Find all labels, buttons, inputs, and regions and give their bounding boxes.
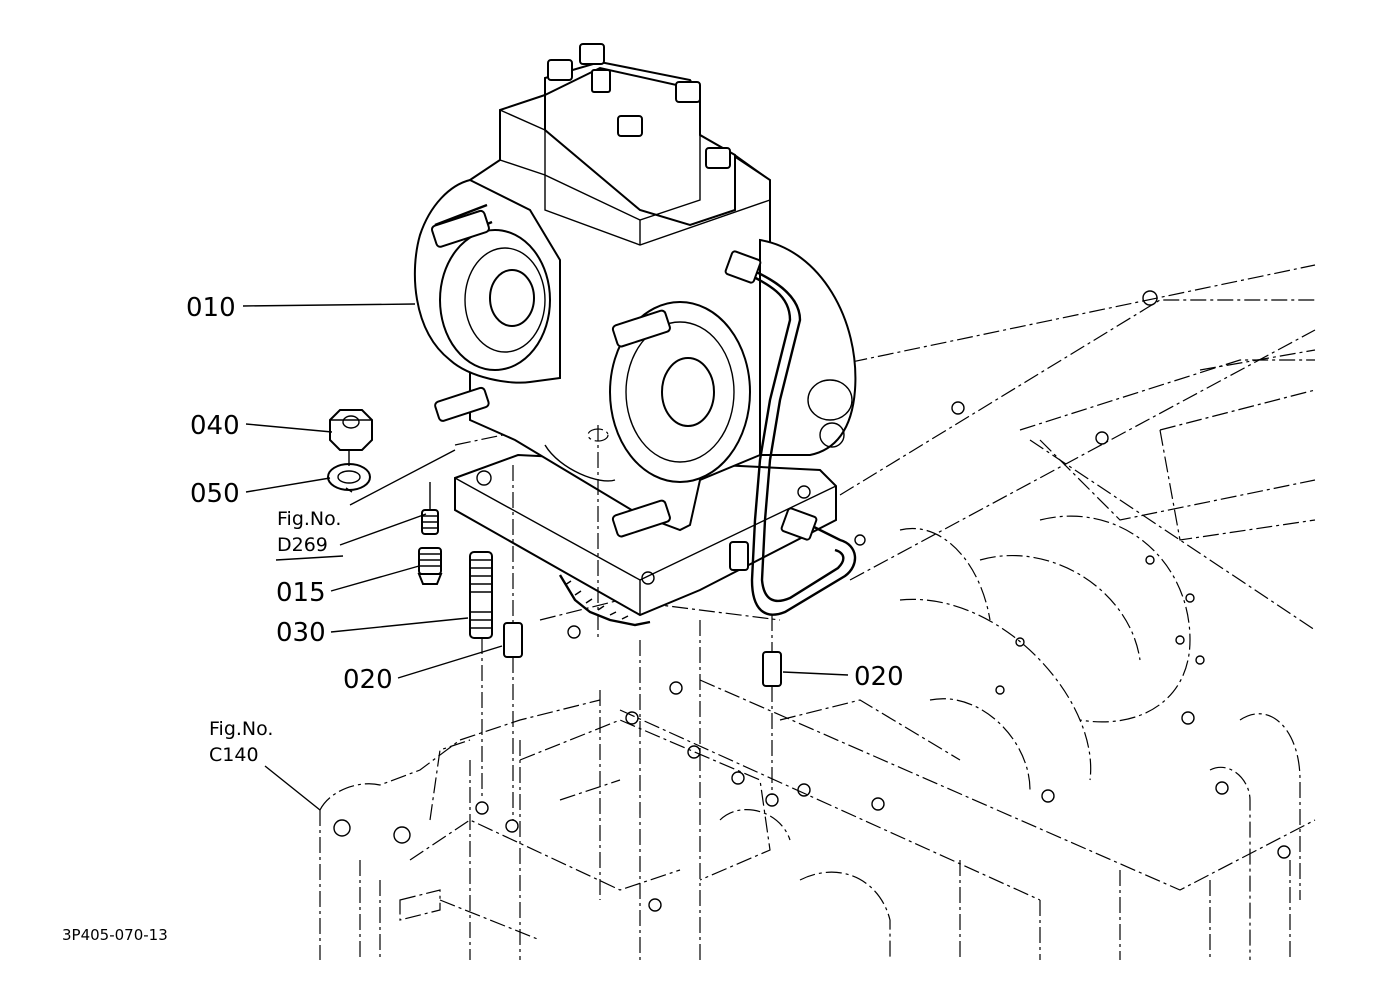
plug-015-illustration	[417, 547, 443, 585]
figure-ref-d269-number: D269	[277, 534, 328, 556]
leader-lines	[242, 303, 849, 811]
callout-040: 040	[190, 411, 240, 441]
callout-015: 015	[276, 578, 326, 608]
dowel-pin-020-left-illustration	[503, 465, 523, 820]
figure-ref-c140-number: C140	[209, 744, 259, 766]
figure-ref-d269-label: Fig.No.	[277, 508, 341, 530]
transmission-case-illustration	[319, 264, 1316, 960]
callout-020-right: 020	[854, 662, 904, 692]
washer-050-illustration	[327, 463, 371, 493]
dowel-pin-020-right-illustration	[762, 615, 782, 795]
nut-040-illustration	[329, 409, 373, 451]
hydraulic-pump-illustration	[413, 43, 857, 640]
callout-labels: 010 040 050 015 030 020 020 Fig.No. D269…	[62, 293, 904, 944]
callout-010: 010	[186, 293, 236, 323]
drawing-code: 3P405-070-13	[62, 926, 168, 944]
spring-d269-illustration	[421, 482, 439, 535]
callout-050: 050	[190, 479, 240, 509]
stud-030-illustration	[469, 551, 493, 800]
figure-ref-c140-label: Fig.No.	[209, 718, 273, 740]
callout-020-left: 020	[343, 665, 393, 695]
callout-030: 030	[276, 618, 326, 648]
